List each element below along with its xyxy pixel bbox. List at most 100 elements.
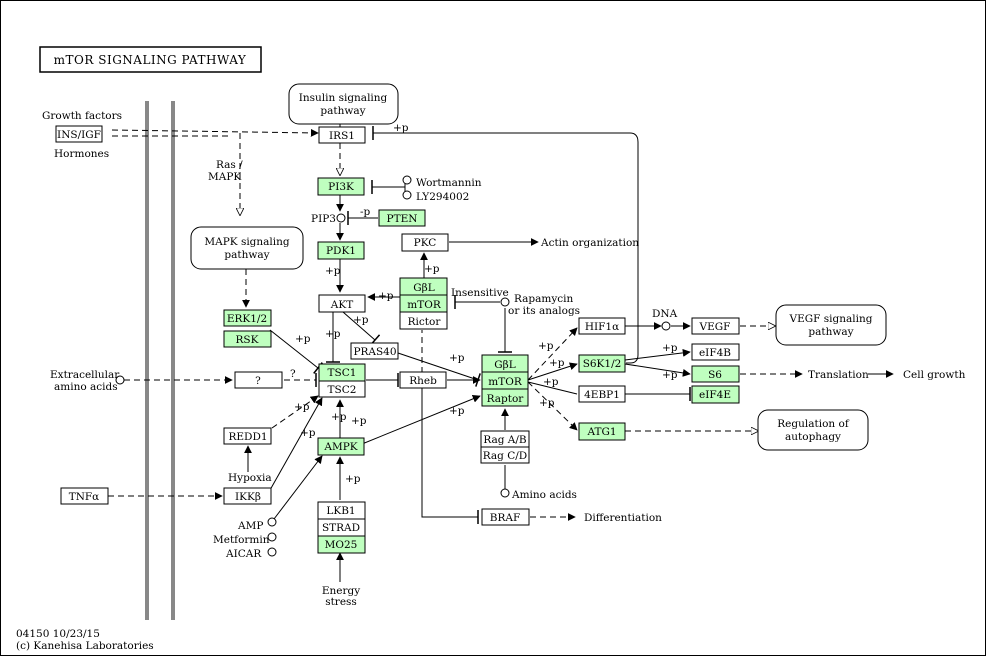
label-insensitive: Insensitive [451, 287, 509, 299]
node-vegf[interactable]: VEGF [691, 317, 740, 335]
svg-text:LKB1: LKB1 [326, 505, 355, 517]
node-rsk[interactable]: RSK [223, 330, 272, 348]
label-growth-factors: Growth factors [42, 110, 122, 122]
svg-text:PKC: PKC [414, 237, 437, 249]
svg-text:Rheb: Rheb [409, 375, 437, 387]
node-gbl-mtorc1[interactable]: GβL [481, 354, 529, 373]
svg-text:S6: S6 [708, 369, 722, 381]
edges [108, 124, 894, 582]
map-vegf-signaling[interactable]: VEGF signaling pathway [775, 304, 887, 346]
svg-text:MAPK signaling: MAPK signaling [204, 236, 290, 248]
svg-text:S6K1/2: S6K1/2 [583, 358, 622, 370]
svg-text:?: ? [255, 375, 261, 387]
svg-text:mTOR SIGNALING PATHWAY: mTOR SIGNALING PATHWAY [54, 53, 247, 67]
label-plus-p: +p [539, 397, 555, 409]
node-tnfa[interactable]: TNFα [60, 487, 109, 505]
node-eif4b[interactable]: eIF4B [691, 343, 740, 361]
node-pten[interactable]: PTEN [378, 209, 426, 227]
label-plus-p: +p [393, 122, 409, 134]
node-mtor-mtorc1[interactable]: mTOR [481, 371, 529, 390]
label-dna: DNA [652, 308, 678, 320]
map-regulation-of-autophagy[interactable]: Regulation of autophagy [757, 409, 869, 451]
node-pras40[interactable]: PRAS40 [350, 342, 399, 360]
node-akt[interactable]: AKT [318, 294, 366, 313]
label-cell-growth: Cell growth [903, 369, 966, 381]
node-pkc[interactable]: PKC [401, 233, 449, 252]
node-hif1a[interactable]: HIF1α [578, 317, 626, 335]
node-unknown[interactable]: ? [234, 371, 283, 389]
svg-text:Rag C/D: Rag C/D [483, 450, 527, 462]
svg-text:TNFα: TNFα [69, 491, 100, 503]
node-tsc2[interactable]: TSC2 [318, 380, 366, 398]
node-braf[interactable]: BRAF [481, 508, 530, 526]
node-mo25[interactable]: MO25 [317, 535, 366, 554]
label-plus-p: +p [351, 415, 367, 427]
node-irs1[interactable]: IRS1 [318, 126, 366, 144]
svg-text:VEGF signaling: VEGF signaling [789, 313, 873, 325]
compound-extracellular-aa [115, 375, 125, 385]
label-plus-p: +p [549, 357, 565, 369]
label-plus-p: +p [449, 352, 465, 364]
node-redd1[interactable]: REDD1 [223, 427, 272, 445]
node-tsc1[interactable]: TSC1 [318, 363, 366, 382]
node-raptor[interactable]: Raptor [481, 388, 529, 407]
node-4ebp1[interactable]: 4EBP1 [578, 385, 626, 403]
label-plus-p: +p [662, 369, 678, 381]
compound-aicar [267, 547, 277, 557]
label-plus-p: +p [325, 328, 341, 340]
label-plus-p: +p [662, 342, 678, 354]
label-differentiation: Differentiation [584, 512, 662, 524]
node-erk12[interactable]: ERK1/2 [223, 309, 272, 327]
node-lkb1[interactable]: LKB1 [317, 501, 366, 520]
label-amino-acids-ext: amino acids [54, 381, 118, 393]
node-pi3k[interactable]: PI3K [317, 177, 365, 196]
compound-metformin [267, 532, 277, 542]
label-ras: Ras / [216, 159, 243, 171]
svg-text:GβL: GβL [413, 282, 434, 294]
label-amino-acids: Amino acids [511, 489, 577, 501]
node-pdk1[interactable]: PDK1 [317, 241, 365, 260]
node-gbl-mtorc2[interactable]: GβL [399, 277, 448, 296]
svg-text:mTOR: mTOR [488, 376, 523, 388]
label-rapamycin-analogs: or its analogs [508, 305, 580, 317]
label-question: ? [290, 368, 296, 380]
svg-text:IKKβ: IKKβ [235, 491, 261, 503]
svg-text:ERK1/2: ERK1/2 [227, 313, 267, 325]
label-energy: Energy [322, 585, 360, 597]
svg-text:PTEN: PTEN [387, 213, 418, 225]
node-rheb[interactable]: Rheb [399, 371, 447, 389]
pathway-title: mTOR SIGNALING PATHWAY [39, 46, 262, 73]
svg-text:AMPK: AMPK [323, 441, 357, 453]
node-s6k12[interactable]: S6K1/2 [578, 354, 626, 373]
node-rag-ab[interactable]: Rag A/B [480, 430, 530, 448]
compound-ly294002 [402, 190, 412, 200]
node-rag-cd[interactable]: Rag C/D [480, 446, 530, 464]
label-metformin: Metformin [213, 534, 270, 546]
node-ins-igf[interactable]: INS/IGF [55, 125, 103, 143]
map-insulin-signaling[interactable]: Insulin signaling pathway [288, 83, 399, 125]
label-plus-p: +p [543, 376, 559, 388]
label-extracellular: Extracellular [50, 369, 120, 381]
svg-text:RSK: RSK [236, 334, 259, 346]
node-eif4e[interactable]: eIF4E [691, 385, 740, 404]
svg-text:PI3K: PI3K [328, 181, 354, 193]
svg-text:TSC1: TSC1 [328, 367, 357, 379]
label-plus-p: +p [424, 263, 440, 275]
svg-text:mTOR: mTOR [407, 299, 442, 311]
compound-pip3 [336, 213, 346, 223]
node-ampk[interactable]: AMPK [317, 437, 365, 456]
map-mapk-signaling[interactable]: MAPK signaling pathway [190, 226, 304, 270]
svg-text:BRAF: BRAF [490, 512, 521, 524]
label-hormones: Hormones [54, 148, 109, 160]
svg-text:pathway: pathway [224, 249, 269, 261]
node-atg1[interactable]: ATG1 [578, 422, 626, 441]
node-s6[interactable]: S6 [691, 365, 740, 383]
svg-text:PRAS40: PRAS40 [353, 346, 396, 358]
node-strad[interactable]: STRAD [317, 518, 366, 537]
svg-text:pathway: pathway [808, 326, 853, 338]
node-mtor-mtorc2[interactable]: mTOR [399, 294, 448, 313]
label-plus-p: +p [294, 401, 310, 413]
node-rictor[interactable]: Rictor [399, 311, 448, 330]
node-ikkb[interactable]: IKKβ [223, 487, 272, 505]
labels: Growth factors Hormones Ras / MAPK Wortm… [42, 110, 966, 608]
